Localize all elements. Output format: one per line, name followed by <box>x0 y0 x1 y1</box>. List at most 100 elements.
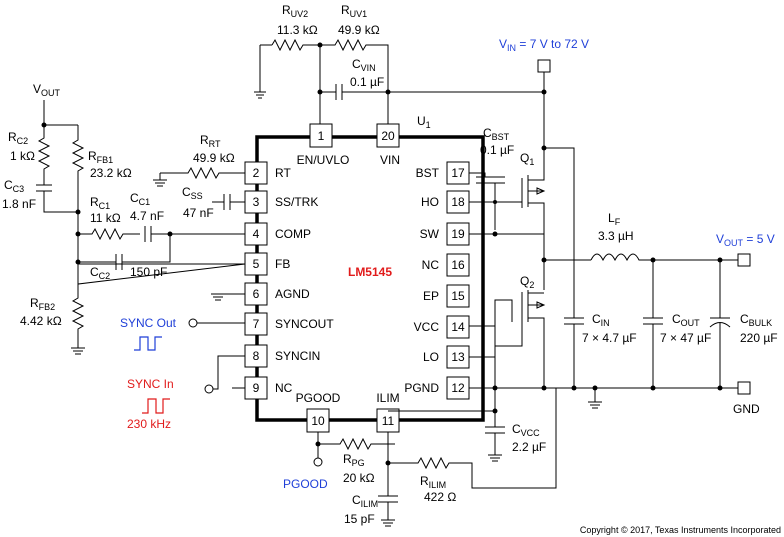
pin-num-18: 18 <box>451 195 465 209</box>
pin-name-10: PGOOD <box>296 391 341 405</box>
cvin-value: 0.1 µF <box>350 75 384 89</box>
cilim-value: 15 pF <box>344 512 375 526</box>
rpg-value: 20 kΩ <box>343 471 375 485</box>
pin-num-16: 16 <box>451 258 465 272</box>
cvcc-label: CVCC <box>512 422 540 438</box>
rc1-label: RC1 <box>90 195 110 211</box>
q1-label: Q1 <box>520 151 534 167</box>
ruv1-label: RUV1 <box>341 3 367 19</box>
sync-in: SYNC In 230 kHz <box>127 355 245 431</box>
lf-value: 3.3 µH <box>598 229 634 243</box>
vout-node-label: VOUT <box>33 82 61 98</box>
sync-in-frequency: 230 kHz <box>127 417 171 431</box>
pin-num-13: 13 <box>451 350 465 364</box>
pin-name-3: SS/TRK <box>275 195 318 209</box>
rfb2-value: 4.42 kΩ <box>20 314 62 328</box>
q1-arrow <box>536 187 546 195</box>
cout-label: COUT <box>672 312 700 328</box>
pin-num-14: 14 <box>451 320 465 334</box>
rc1-value: 11 kΩ <box>90 211 121 225</box>
vout-terminal <box>737 253 751 267</box>
gnd-terminal <box>737 381 751 395</box>
rrt-label: RRT <box>200 133 221 149</box>
pin-num-17: 17 <box>451 166 465 180</box>
cc2-label: CC2 <box>90 265 110 281</box>
rfb1-label: RFB1 <box>88 149 113 165</box>
power-stage: CBST 0.1 µF Q1 LF 3.3 µH Q2 <box>469 126 740 409</box>
pin-box-7 <box>244 312 268 336</box>
pin-num-11: 11 <box>382 414 395 428</box>
pgood-output-label: PGOOD <box>283 477 328 491</box>
cvcc: CVCC 2.2 µF <box>485 326 546 462</box>
rrt-value: 49.9 kΩ <box>193 151 235 165</box>
pin-name-15: EP <box>423 289 439 303</box>
sync-out-label: SYNC Out <box>120 316 177 330</box>
uvlo-network: RUV2 11.3 kΩ RUV1 49.9 kΩ CVIN 0.1 µF <box>254 3 545 124</box>
pin-name-8: SYNCIN <box>275 349 320 363</box>
ic-body <box>255 135 485 422</box>
cout: COUT 7 × 47 µF <box>643 257 711 388</box>
pin-name-17: BST <box>416 166 440 180</box>
pin-num-7: 7 <box>253 317 260 331</box>
ic-ref: U1 <box>417 114 431 130</box>
pin-name-13: LO <box>423 350 439 364</box>
ic-pins: 1 EN/UVLO 20 VIN 2 RT 3 SS/TRK 4 COMP 5 … <box>244 123 470 433</box>
pin-name-11: ILIM <box>376 391 399 405</box>
sync-out: SYNC Out <box>120 316 245 351</box>
rilim-value: 422 Ω <box>424 490 456 504</box>
ground-pgnd <box>588 388 602 409</box>
cc1-label: CC1 <box>130 191 150 207</box>
pin-num-5: 5 <box>253 257 260 271</box>
pin-name-9: NC <box>275 381 293 395</box>
rt-ss-network: RRT 49.9 kΩ CSS 47 nF <box>153 133 245 220</box>
pin-name-1: EN/UVLO <box>297 153 350 167</box>
q2-arrow <box>536 301 546 309</box>
pin-name-19: SW <box>420 227 440 241</box>
pin-num-4: 4 <box>253 227 260 241</box>
ground-agnd <box>211 293 245 301</box>
vin-terminal <box>537 59 551 73</box>
rc2-label: RC2 <box>8 130 28 146</box>
pin-box-1 <box>309 123 333 148</box>
css-label: CSS <box>182 185 203 201</box>
pin-num-3: 3 <box>253 195 260 209</box>
pin-box-16 <box>446 253 470 277</box>
pin-name-12: PGND <box>404 381 439 395</box>
pin-num-1: 1 <box>318 129 325 143</box>
cc3-value: 1.8 nF <box>2 197 36 211</box>
ruv2-value: 11.3 kΩ <box>277 23 318 37</box>
pin-num-19: 19 <box>451 227 465 241</box>
pin-num-20: 20 <box>381 129 395 143</box>
pin-num-15: 15 <box>451 289 465 303</box>
rpg-label: RPG <box>343 452 365 468</box>
pin-name-7: SYNCOUT <box>275 317 334 331</box>
pin-name-18: HO <box>421 195 439 209</box>
sync-out-waveform <box>134 336 162 351</box>
pin-num-12: 12 <box>451 381 465 395</box>
sync-in-terminal <box>204 384 214 394</box>
copyright-notice: Copyright © 2017, Texas Instruments Inco… <box>580 525 781 535</box>
cbulk-label: CBULK <box>740 312 772 328</box>
pgood-ilim-network: PGOOD RPG 20 kΩ CILIM 15 pF RILIM 422 Ω <box>283 388 557 527</box>
sync-out-terminal <box>188 318 198 328</box>
pin-num-8: 8 <box>253 349 260 363</box>
ruv2-label: RUV2 <box>282 3 308 19</box>
cin-value: 7 × 4.7 µF <box>582 331 637 345</box>
cout-value: 7 × 47 µF <box>660 331 711 345</box>
pin-name-20: VIN <box>380 153 400 167</box>
pin-name-14: VCC <box>414 320 440 334</box>
rfb1-value: 23.2 kΩ <box>90 166 132 180</box>
ground-uvlo <box>254 91 266 99</box>
cin: CIN 7 × 4.7 µF <box>564 260 637 388</box>
cbulk-value: 220 µF <box>740 331 778 345</box>
cin-label: CIN <box>592 312 610 328</box>
pin-box-14 <box>446 315 470 339</box>
pgood-terminal <box>313 457 323 467</box>
ruv1-value: 49.9 kΩ <box>338 23 380 37</box>
cc3-label: CC3 <box>4 178 24 194</box>
pin-name-2: RT <box>275 166 291 180</box>
cbst-label: CBST <box>483 126 510 142</box>
vout-label: VOUT = 5 V <box>716 232 775 248</box>
ic-part-number: LM5145 <box>348 265 392 279</box>
